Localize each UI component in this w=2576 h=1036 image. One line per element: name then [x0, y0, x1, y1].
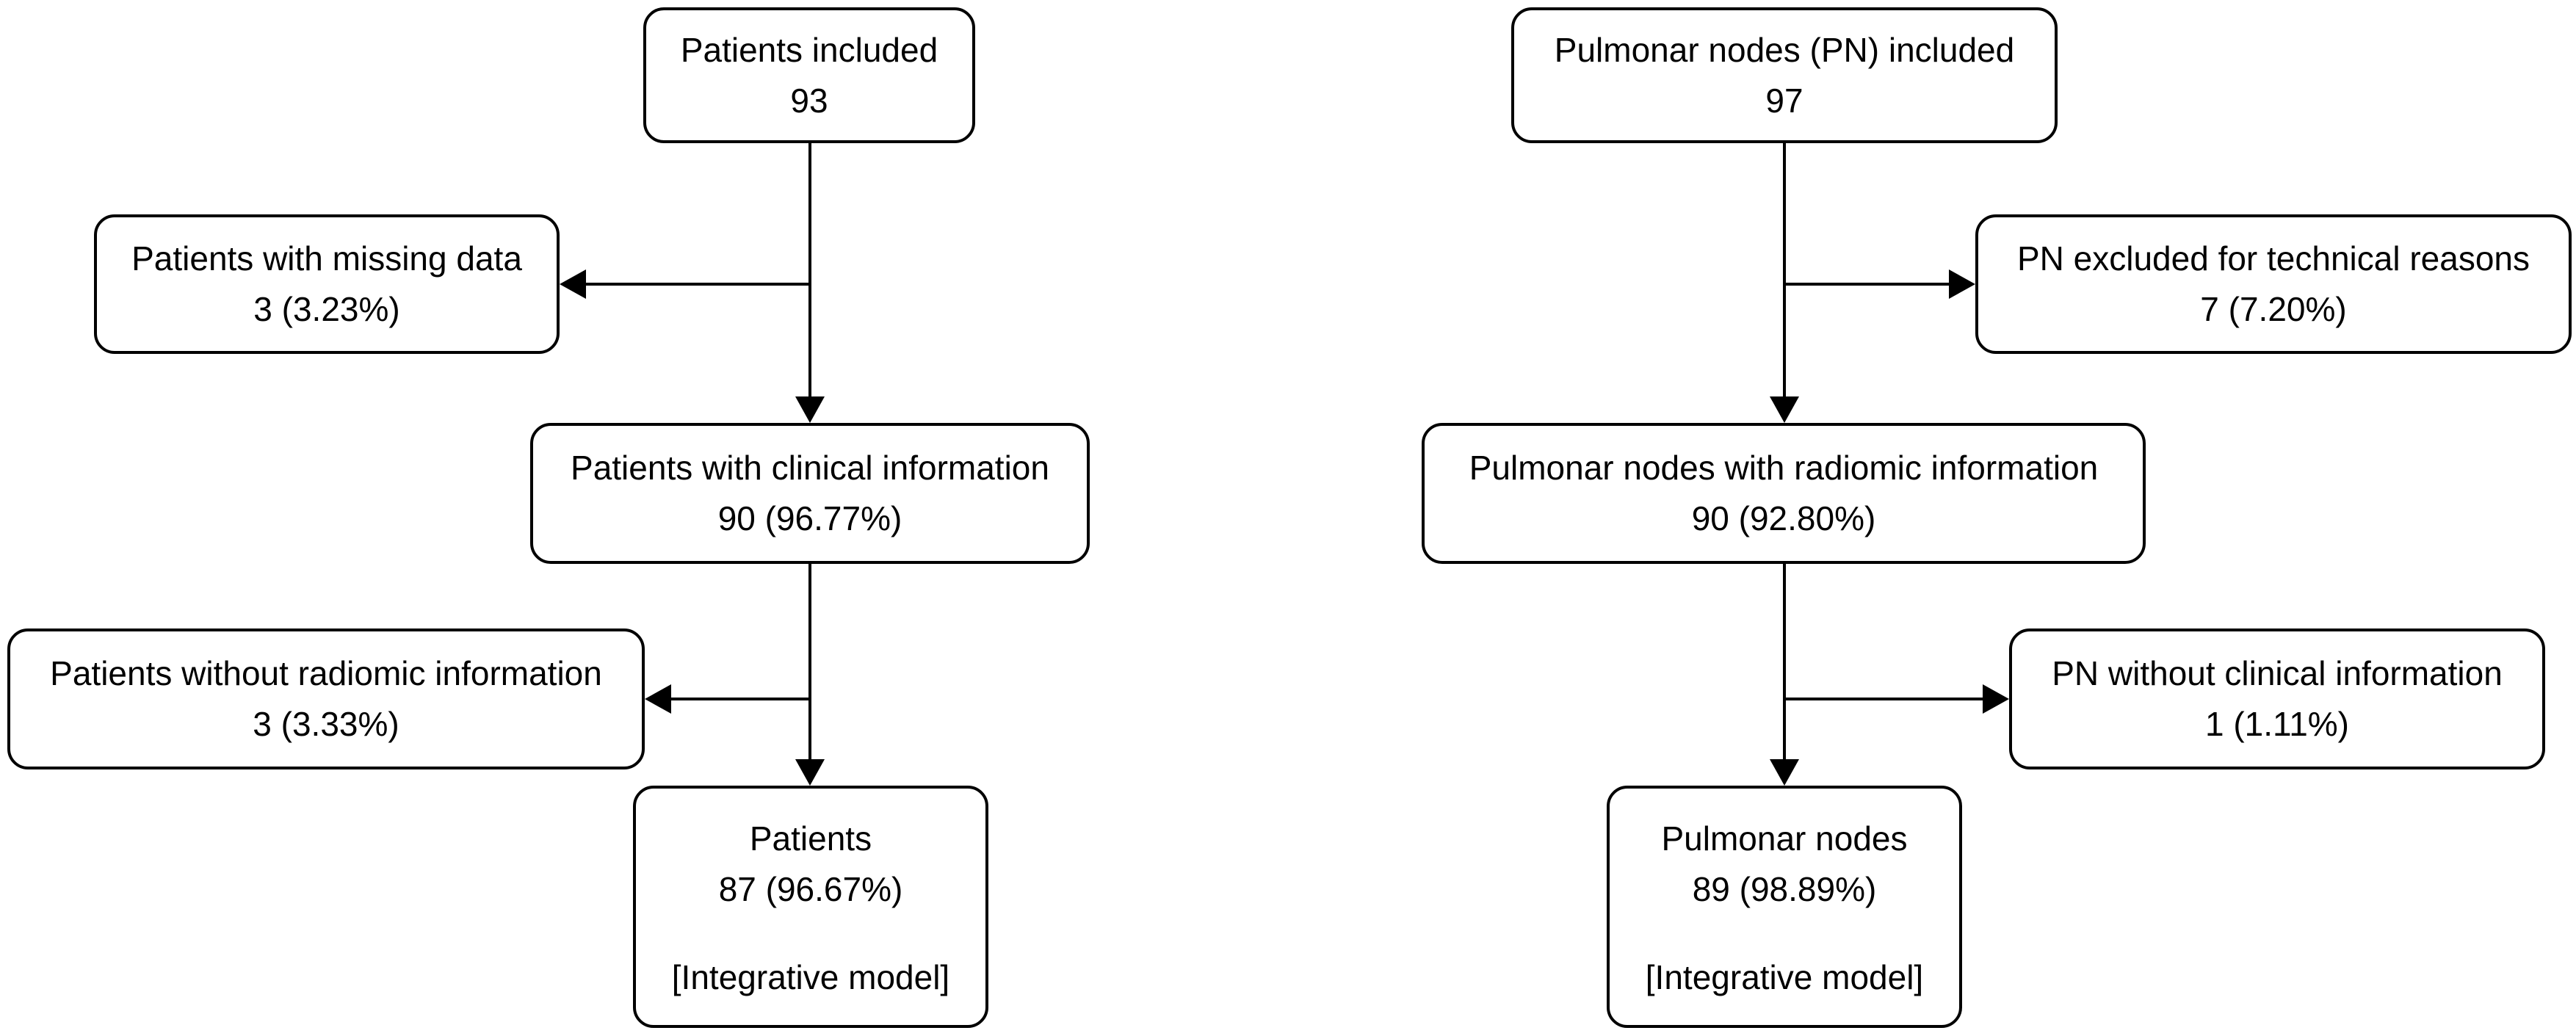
- node-title: Pulmonar nodes with radiomic information: [1469, 449, 2099, 487]
- node-title: PN excluded for technical reasons: [2016, 239, 2530, 278]
- node-value: 89 (98.89%): [1692, 870, 1877, 908]
- node-title: Patients with missing data: [131, 239, 522, 278]
- node-value: 90 (96.77%): [717, 499, 902, 537]
- arrowhead-down-icon: [795, 396, 825, 423]
- node-patients-included: Patients included 93: [643, 7, 975, 143]
- arrowhead-down-icon: [795, 759, 825, 786]
- node-pn-radiomic-information: Pulmonar nodes with radiomic information…: [1422, 423, 2146, 564]
- node-title: Patients with clinical information: [571, 449, 1049, 487]
- node-title: Pulmonar nodes: [1661, 819, 1908, 858]
- node-pn-final: Pulmonar nodes 89 (98.89%) [Integrative …: [1607, 786, 1962, 1028]
- node-patients-clinical-information: Patients with clinical information 90 (9…: [530, 423, 1090, 564]
- node-title: Patients: [749, 819, 872, 858]
- node-value: 1 (1.11%): [2204, 705, 2350, 743]
- node-title: PN without clinical information: [2052, 654, 2503, 692]
- arrowhead-left-icon: [560, 269, 586, 299]
- node-value: 97: [1765, 81, 1803, 120]
- node-value: 90 (92.80%): [1691, 499, 1876, 537]
- node-patients-missing-data: Patients with missing data 3 (3.23%): [94, 214, 560, 354]
- node-value: 7 (7.20%): [2200, 290, 2347, 328]
- node-patients-final: Patients 87 (96.67%) [Integrative model]: [633, 786, 988, 1028]
- node-model-label: [Integrative model]: [1645, 958, 1924, 996]
- node-pn-excluded-technical: PN excluded for technical reasons 7 (7.2…: [1975, 214, 2572, 354]
- node-model-label: [Integrative model]: [671, 958, 950, 996]
- node-title: Pulmonar nodes (PN) included: [1554, 30, 2015, 69]
- arrowhead-down-icon: [1770, 396, 1799, 423]
- node-title: Patients without radiomic information: [50, 654, 602, 692]
- arrowhead-left-icon: [645, 684, 671, 714]
- node-main-text: Patients 87 (96.67%): [719, 814, 903, 915]
- arrowhead-down-icon: [1770, 759, 1799, 786]
- arrowhead-right-icon: [1949, 269, 1975, 299]
- node-pn-included: Pulmonar nodes (PN) included 97: [1511, 7, 2058, 143]
- node-main-text: Pulmonar nodes 89 (98.89%): [1662, 814, 1908, 915]
- node-patients-without-radiomic: Patients without radiomic information 3 …: [7, 629, 645, 769]
- node-value: 93: [790, 81, 828, 120]
- node-value: 87 (96.67%): [718, 870, 903, 908]
- node-value: 3 (3.23%): [253, 290, 400, 328]
- arrowhead-right-icon: [1983, 684, 2009, 714]
- node-pn-without-clinical: PN without clinical information 1 (1.11%…: [2009, 629, 2545, 769]
- node-title: Patients included: [680, 30, 938, 69]
- node-value: 3 (3.33%): [253, 705, 399, 743]
